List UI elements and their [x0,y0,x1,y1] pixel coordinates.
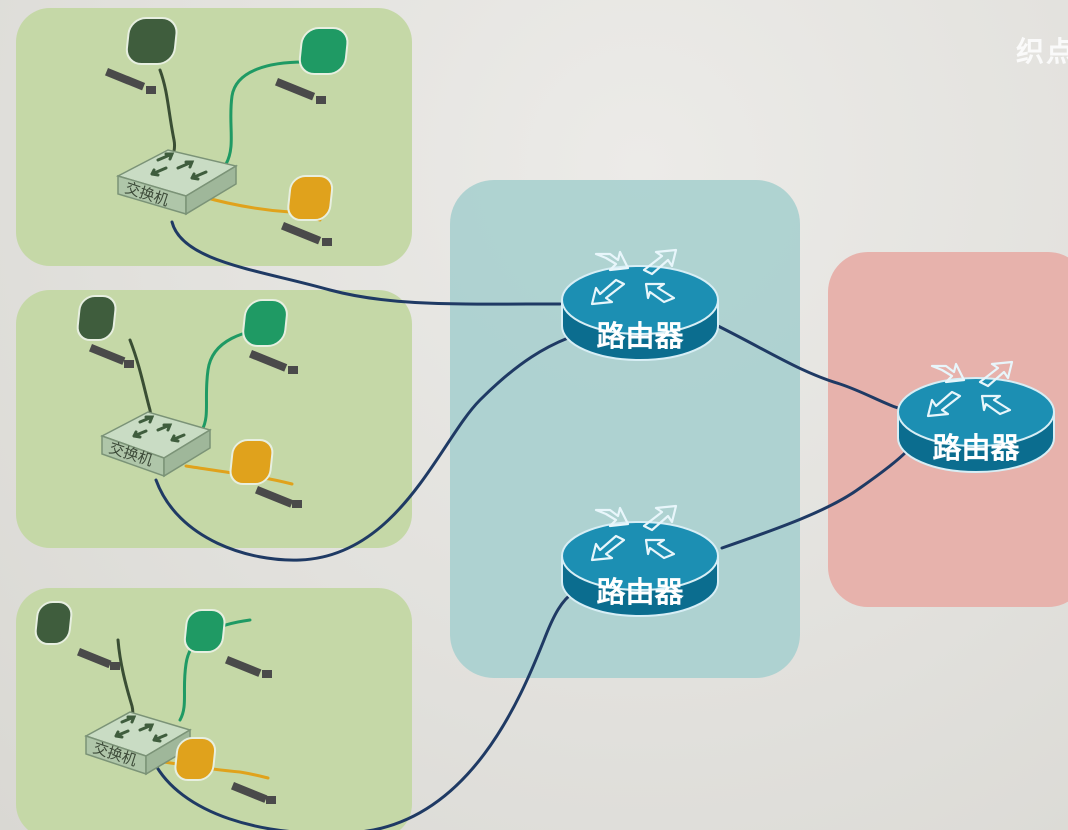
lan-2: 交换机 [76,295,302,508]
cable-lan1-to-router [170,220,562,306]
router-remote[interactable]: 路由器 [897,360,1055,473]
router-core-top[interactable]: 路由器 [561,248,719,361]
lan-zone-2 [16,290,412,548]
router-label: 路由器 [596,319,684,353]
computer-green[interactable] [275,27,349,104]
router-label: 路由器 [932,431,1020,465]
router-label: 路由器 [596,575,684,609]
computer-orange[interactable] [174,737,276,804]
cable-lan2-to-router [154,336,570,562]
router-core-bottom[interactable]: 路由器 [561,504,719,617]
computer-dark[interactable] [105,17,178,94]
cable-router-top-to-remote [716,324,900,410]
computer-green[interactable] [242,299,298,374]
computer-dark[interactable] [34,601,120,670]
computer-orange[interactable] [229,439,302,508]
computer-orange[interactable] [281,175,334,246]
watermark-text: 织点 [1016,35,1068,68]
lan-1: 交换机 [105,17,349,246]
cable-router-bottom-to-remote [720,450,908,550]
computer-green[interactable] [183,609,272,678]
lan-zone-3 [16,588,412,830]
lan-3: 交换机 [34,601,276,804]
switch-lan-2[interactable]: 交换机 [100,411,212,478]
cable-lan3-to-router [152,590,576,830]
computer-dark[interactable] [76,295,134,368]
lan-zone-1 [16,8,412,266]
